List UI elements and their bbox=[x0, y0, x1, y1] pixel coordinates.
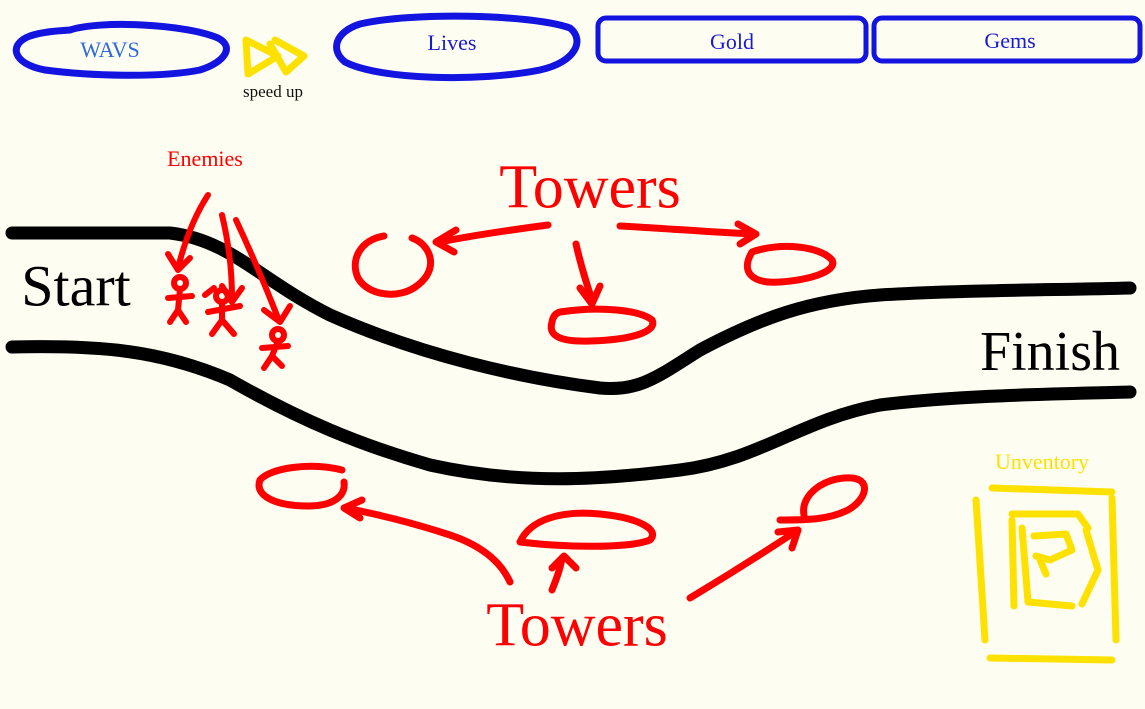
waves-button[interactable] bbox=[12, 20, 230, 79]
tower-arrow-bottom-left bbox=[340, 496, 514, 586]
towers-bottom-label: Towers bbox=[486, 591, 668, 660]
inventory-panel[interactable] bbox=[972, 484, 1120, 664]
tower-arrow-bottom-middle bbox=[548, 552, 580, 594]
tower-slot-top-middle[interactable] bbox=[547, 305, 657, 345]
enemy-arrow-3 bbox=[233, 217, 293, 325]
inventory-label: Unventory bbox=[994, 449, 1090, 474]
fast-forward-icon[interactable] bbox=[242, 36, 308, 78]
tower-arrow-top-middle bbox=[572, 240, 604, 308]
gold-button[interactable] bbox=[595, 15, 869, 64]
enemy-arrow-2 bbox=[219, 212, 245, 305]
tower-arrow-top-right bbox=[616, 220, 760, 248]
tower-slot-bottom-left[interactable] bbox=[255, 462, 348, 510]
tower-arrow-bottom-right bbox=[686, 526, 802, 602]
tower-slot-bottom-right[interactable] bbox=[776, 474, 868, 524]
start-label: Start bbox=[21, 253, 131, 319]
tower-slot-top-left[interactable] bbox=[351, 232, 434, 298]
path-upper-edge bbox=[5, 226, 1137, 396]
enemy-arrow-1 bbox=[165, 192, 211, 273]
tower-arrow-top-left bbox=[432, 221, 552, 256]
gems-button[interactable] bbox=[871, 15, 1143, 64]
path-lower-edge bbox=[5, 340, 1137, 486]
tower-slot-top-right[interactable] bbox=[743, 242, 837, 286]
lives-button[interactable] bbox=[333, 12, 581, 82]
towers-top-label: Towers bbox=[499, 153, 681, 222]
speed-up-caption: speed up bbox=[243, 82, 303, 101]
enemies-label: Enemies bbox=[167, 146, 243, 171]
enemy-1 bbox=[165, 274, 195, 325]
tower-slot-bottom-middle[interactable] bbox=[516, 509, 656, 550]
finish-label: Finish bbox=[979, 321, 1121, 383]
enemy-3 bbox=[259, 326, 291, 371]
